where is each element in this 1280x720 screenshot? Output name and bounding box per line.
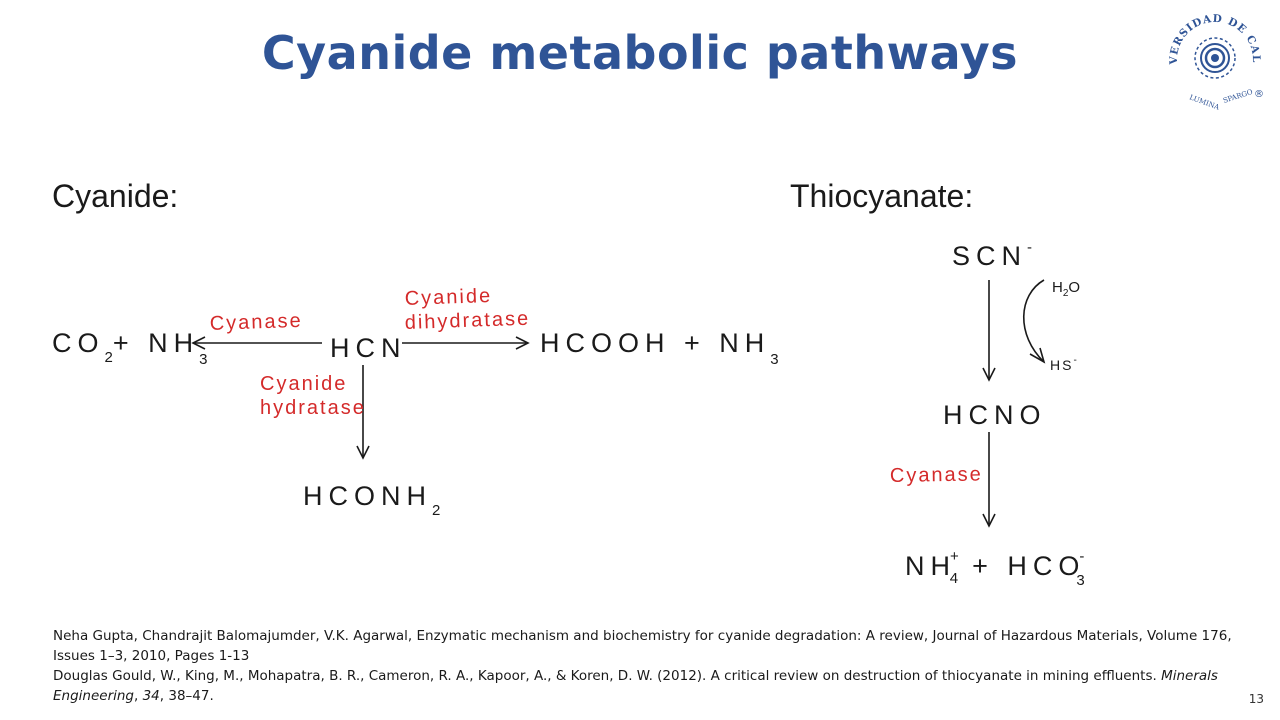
scn-text: SCN bbox=[952, 241, 1027, 271]
water-o: O bbox=[1068, 279, 1080, 296]
hs-node: HS- bbox=[1050, 355, 1079, 373]
references: Neha Gupta, Chandrajit Balomajumder, V.K… bbox=[53, 626, 1233, 706]
hs-superscript: - bbox=[1073, 355, 1078, 366]
reference-2-volume: 34 bbox=[142, 688, 160, 704]
scn-node: SCN- bbox=[952, 239, 1032, 271]
slide-title: Cyanide metabolic pathways bbox=[261, 26, 1019, 80]
svg-text:HCOOH + NH3: HCOOH + NH3 bbox=[540, 328, 779, 368]
enzyme-cyanide-hydratase-line2: hydratase bbox=[260, 397, 366, 419]
svg-text:SCN-: SCN- bbox=[952, 239, 1032, 271]
logo-registered-mark: ® bbox=[1254, 89, 1264, 100]
water-node: H2O bbox=[1052, 279, 1080, 299]
svg-text:HS-: HS- bbox=[1050, 355, 1079, 373]
svg-text:HCONH2: HCONH2 bbox=[303, 481, 440, 519]
arrow-scn-to-hcno bbox=[982, 280, 996, 382]
scn-superscript: - bbox=[1027, 239, 1032, 256]
reference-2-journal: Minerals Engineering bbox=[53, 668, 1218, 704]
reference-2-separator: , bbox=[134, 688, 143, 704]
enzyme-cyanide-dihydratase-line1: Cyanide bbox=[404, 285, 492, 310]
co-text: CO bbox=[52, 328, 105, 358]
hcooh-text: HCOOH + NH bbox=[540, 328, 770, 358]
enzyme-cyanase-left: Cyanase bbox=[209, 310, 303, 335]
hco3-superscript: - bbox=[1079, 548, 1084, 565]
hco3-subscript: 3 bbox=[1076, 572, 1084, 589]
nh3-subscript: 3 bbox=[199, 351, 207, 368]
enzyme-cyanase-right: Cyanase bbox=[890, 463, 983, 487]
nh-text: NH bbox=[905, 551, 956, 581]
svg-text:CO2+ NH3: CO2+ NH3 bbox=[52, 328, 207, 368]
university-logo: UNIVERSIDAD DE CALDAS LUMINA SPARGO ® bbox=[1160, 0, 1264, 110]
hconh-text: HCONH bbox=[303, 481, 432, 511]
hcno-node: HCNO bbox=[943, 400, 1047, 430]
svg-text:NH+4+ HCO-3: NH+4 + HCO- 3 bbox=[905, 548, 1085, 589]
enzyme-cyanide-hydratase-line1: Cyanide bbox=[260, 373, 347, 395]
arrow-to-hconh2 bbox=[356, 365, 370, 460]
co2-nh3-node: CO2+ NH3 bbox=[52, 328, 207, 368]
reference-2-authors: Douglas Gould, W., King, M., Mohapatra, … bbox=[53, 668, 1162, 684]
arrow-hcno-to-products bbox=[982, 432, 996, 528]
hconh2-node: HCONH2 bbox=[303, 481, 440, 519]
arrow-to-co2 bbox=[191, 336, 322, 350]
nh4-hco3-node: NH+4 + HCO- 3 bbox=[905, 548, 1085, 589]
hconh2-subscript: 2 bbox=[432, 502, 440, 519]
cyanide-label: Cyanide: bbox=[52, 178, 179, 214]
hcn-node: HCN bbox=[330, 333, 407, 363]
plus-hco-text: + HCO bbox=[972, 551, 1085, 581]
hcooh-nh3-subscript: 3 bbox=[770, 351, 778, 368]
reference-2: Douglas Gould, W., King, M., Mohapatra, … bbox=[53, 666, 1233, 706]
thiocyanate-label: Thiocyanate: bbox=[790, 178, 974, 214]
nh4-superscript: + bbox=[950, 548, 959, 565]
hcooh-nh3-node: HCOOH + NH3 bbox=[540, 328, 779, 368]
reference-1: Neha Gupta, Chandrajit Balomajumder, V.K… bbox=[53, 628, 1232, 664]
water-subscript: 2 bbox=[1063, 288, 1069, 299]
hs-text: HS bbox=[1050, 357, 1073, 373]
reference-2-pages: , 38–47. bbox=[159, 688, 214, 704]
svg-text:H2O: H2O bbox=[1052, 279, 1080, 299]
arrow-to-hcooh bbox=[402, 336, 530, 350]
curved-arrow-water-to-hs bbox=[1023, 279, 1046, 364]
sun-icon bbox=[1194, 37, 1236, 79]
enzyme-cyanide-dihydratase-line2: dihydratase bbox=[404, 308, 530, 334]
water-h: H bbox=[1052, 279, 1063, 296]
page-number: 13 bbox=[1248, 692, 1264, 706]
co2-subscript: 2 bbox=[105, 349, 113, 366]
plus-nh-text: + NH bbox=[113, 328, 199, 358]
nh4-subscript: 4 bbox=[950, 570, 958, 587]
